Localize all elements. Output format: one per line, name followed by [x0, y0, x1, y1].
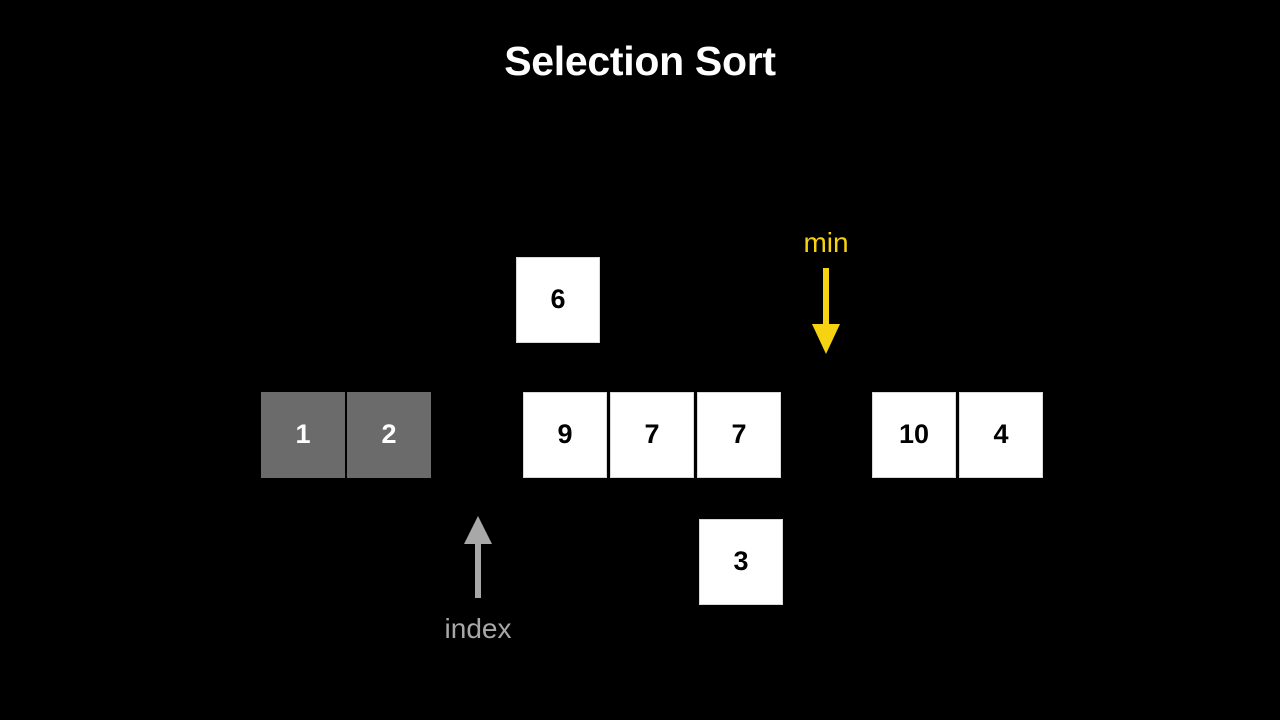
array-cell-1[interactable]: 2 [347, 392, 431, 478]
cell-value: 7 [644, 418, 660, 449]
array-cell-3[interactable]: 7 [610, 392, 694, 478]
array-cell-5[interactable]: 10 [872, 392, 956, 478]
cell-value: 2 [381, 418, 397, 449]
array-cell-2[interactable]: 9 [523, 392, 607, 478]
min-pointer-label: min [803, 227, 849, 258]
arrow-down-icon [812, 268, 840, 354]
cell-value: 6 [550, 283, 566, 314]
cell-value: 3 [733, 545, 749, 576]
cell-value: 9 [557, 418, 573, 449]
cell-value: 10 [898, 418, 930, 449]
cell-value: 1 [295, 418, 311, 449]
index-pointer-label: index [444, 613, 512, 644]
array-cell-6[interactable]: 4 [959, 392, 1043, 478]
cell-value: 7 [731, 418, 747, 449]
floating-cell-above: 6 [516, 257, 600, 343]
array-cell-4[interactable]: 7 [697, 392, 781, 478]
page-title: Selection Sort [504, 38, 776, 84]
arrow-up-icon [464, 516, 492, 598]
floating-cell-below: 3 [699, 519, 783, 605]
array-cell-0[interactable]: 1 [261, 392, 345, 478]
cell-value: 4 [993, 418, 1009, 449]
